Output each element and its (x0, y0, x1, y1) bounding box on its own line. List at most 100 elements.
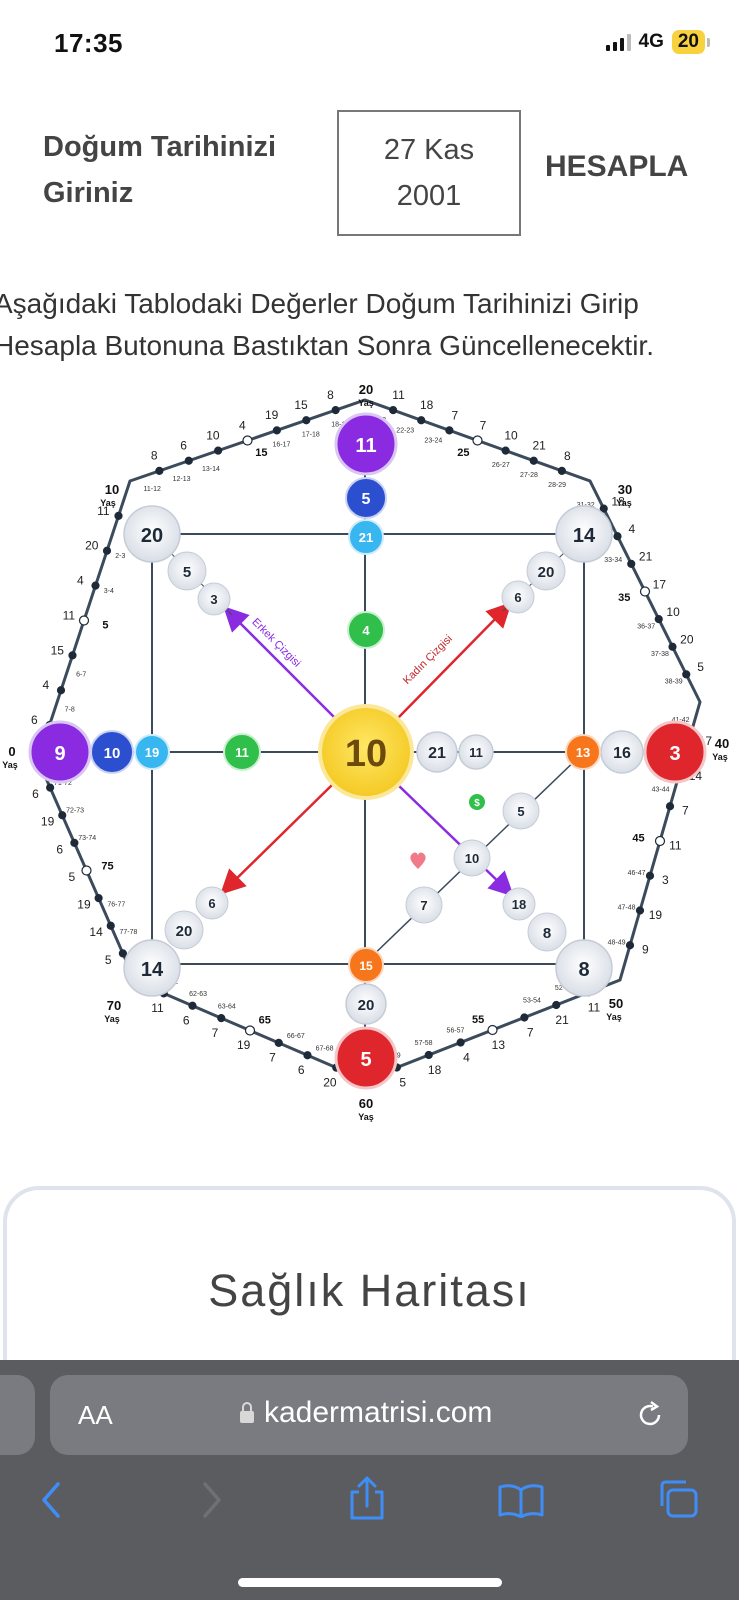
address-bar[interactable] (50, 1375, 688, 1455)
octagon-dot-top_left-5 (302, 416, 311, 425)
previous-tab[interactable] (0, 1375, 35, 1455)
octagon-value-top_left-6: 8 (327, 388, 334, 402)
octagon-dot-bottom_right-5 (424, 1050, 433, 1060)
status-time: 17:35 (54, 28, 123, 58)
back-icon[interactable] (38, 1480, 68, 1520)
octagon-range-right_lower-4: 47-48 (618, 905, 636, 912)
octagon-age-right_lower: 45 (632, 833, 644, 845)
money-icon (469, 794, 485, 810)
octagon-value-bottom_left-1: 6 (298, 1063, 305, 1077)
octagon-range-right_upper-3: 36-37 (637, 623, 655, 630)
reload-icon[interactable] (635, 1400, 665, 1430)
octagon-value-right_upper-0: 18 (611, 494, 625, 508)
top-outer-value: 11 (355, 435, 376, 457)
octagon-range-left_lower-4: 72-73 (66, 808, 84, 815)
age-70: 70 (107, 998, 121, 1013)
age-10: 10 (105, 482, 119, 497)
reader-settings-button[interactable]: AA (78, 1400, 113, 1430)
top-mid-node (347, 611, 385, 649)
octagon-value-bottom_left-0: 20 (323, 1075, 337, 1089)
octagon-value-left_lower-6: 6 (32, 787, 39, 801)
top-inner-node (345, 477, 387, 519)
right-mid-node-1 (416, 731, 458, 773)
octagon-range-bottom_right-3: 56-57 (447, 1027, 465, 1034)
octagon-dot-bottom_left-1 (303, 1051, 312, 1060)
octagon-range-bottom_right-2: 53-54 (523, 997, 541, 1004)
tl-diag-value-1: 5 (183, 564, 191, 581)
octagon-dot-top_right-6 (557, 466, 566, 475)
left-inner2-node (134, 734, 170, 770)
octagon-value-left_upper-3: 11 (63, 608, 76, 622)
octagon-value-right_lower-5: 19 (649, 908, 663, 922)
octagon-dot-top_left-3 (242, 435, 253, 446)
octagon-dot-right_upper-4 (654, 615, 663, 624)
octagon-value-left_upper-0: 6 (31, 713, 38, 727)
url-display[interactable]: kadermatrisi.com (240, 1396, 492, 1430)
corner-node-tr (555, 505, 613, 563)
home-indicator (238, 1578, 502, 1587)
url-text: kadermatrisi.com (264, 1396, 493, 1429)
health-title: Sağlık Haritası (208, 1265, 531, 1316)
octagon-value-bottom_right-5: 18 (428, 1063, 442, 1077)
tabs-icon[interactable] (656, 1478, 700, 1520)
octagon-dot-top_right-2 (445, 426, 454, 435)
bl-diag-value-2: 6 (208, 896, 215, 911)
octagon-age-bottom_right: 55 (472, 1014, 484, 1026)
birthdate-label: Doğum Tarihinizi Giriniz (43, 131, 277, 209)
left-outer-value: 9 (54, 743, 65, 765)
octagon-value-top_left-2: 10 (206, 428, 220, 442)
octagon-range-top_left-2: 13-14 (202, 466, 220, 473)
corner-value-tr: 14 (573, 525, 596, 547)
octagon-range-right_lower-5: 48-49 (608, 939, 626, 946)
left-inner-value: 10 (104, 745, 121, 762)
octagon-value-right_upper-6: 5 (697, 660, 704, 674)
octagon-value-left_lower-0: 5 (105, 953, 112, 967)
calculate-button[interactable]: HESAPLA (545, 150, 689, 183)
octagon-age-top_right: 25 (457, 447, 469, 459)
octagon-dot-left_upper-4 (91, 581, 100, 590)
octagon-value-left_lower-1: 14 (89, 925, 103, 939)
octagon-dot-left_upper-3 (78, 615, 90, 626)
octagon-value-bottom_right-6: 5 (399, 1075, 406, 1089)
birthdate-day-month: 27 Kas (383, 134, 475, 166)
forward-icon[interactable] (195, 1480, 225, 1520)
birthdate-input[interactable]: 27 Kas 2001 (337, 110, 521, 236)
center-node (318, 704, 414, 800)
yas-label-60: Yaş (358, 1112, 374, 1122)
octagon-range-right_upper-4: 37-38 (651, 651, 669, 658)
octagon-value-top_right-6: 8 (564, 449, 571, 463)
tr-diag-node-2 (501, 580, 535, 614)
octagon-dot-bottom_right-3 (487, 1024, 498, 1036)
age-50: 50 (609, 996, 623, 1011)
octagon-dot-bottom_left-3 (244, 1025, 256, 1036)
bottom-outer-value: 5 (360, 1049, 371, 1071)
octagon-dot-left_upper-5 (102, 546, 112, 555)
corner-node-br (555, 939, 613, 997)
octagon-range-left_upper-4: 2-3 (115, 553, 125, 560)
money-value-3: 7 (420, 898, 427, 913)
bookmarks-icon[interactable] (497, 1482, 545, 1518)
octagon-dot-top_right-0 (389, 406, 398, 415)
corner-value-tl: 20 (141, 525, 163, 547)
octagon-dot-top_left-2 (214, 446, 223, 455)
right-inner-value: 16 (613, 745, 631, 762)
bottom-inner-value: 20 (358, 997, 375, 1014)
octagon-value-bottom_right-2: 7 (527, 1025, 534, 1039)
octagon-range-top_right-4: 27-28 (520, 472, 538, 479)
octagon-range-top_right-1: 22-23 (396, 427, 414, 434)
octagon-age-right_upper: 35 (618, 592, 630, 604)
bottom-outer-node (334, 1026, 398, 1090)
share-icon[interactable] (347, 1476, 387, 1522)
octagon-value-right_lower-6: 9 (642, 943, 649, 957)
octagon-dot-top_right-5 (529, 456, 538, 465)
octagon-value-top_right-2: 7 (451, 408, 458, 422)
octagon-value-top_right-4: 10 (504, 429, 518, 443)
network-label: 4G (638, 31, 664, 52)
octagon-dot-left_upper-1 (56, 686, 66, 695)
octagon-value-right_upper-1: 4 (628, 522, 635, 536)
info-text: Aşağıdaki Tablodaki Değerler Doğum Tarih… (0, 283, 739, 367)
octagon-value-top_left-4: 19 (265, 408, 279, 422)
octagon-dot-right_upper-0 (599, 504, 608, 513)
octagon-dot-top_left-6 (331, 406, 340, 415)
octagon-age-left_lower: 75 (101, 861, 113, 873)
